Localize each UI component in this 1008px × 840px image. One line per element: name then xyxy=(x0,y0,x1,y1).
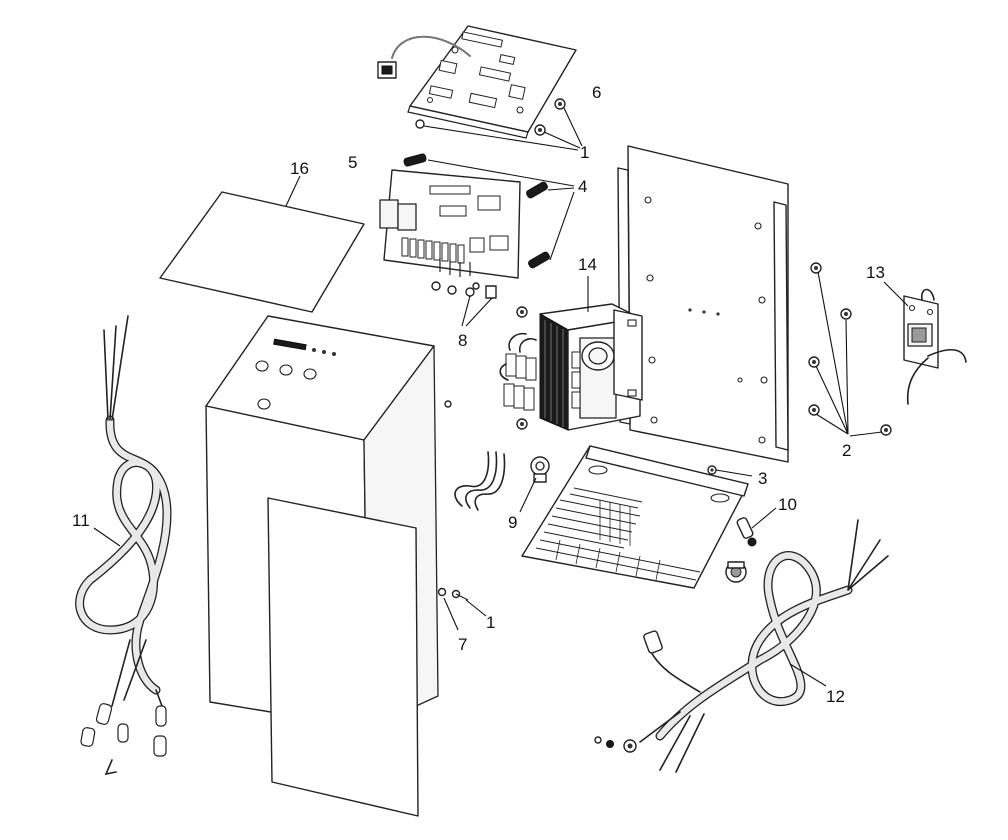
dc-output-cable-12 xyxy=(594,519,889,773)
callout-5: 5 xyxy=(348,153,357,172)
callout-4: 4 xyxy=(578,177,587,196)
clip-10 xyxy=(725,517,757,583)
hardware-8 xyxy=(431,281,497,299)
callout-11: 11 xyxy=(72,511,90,530)
screw xyxy=(444,400,452,408)
callout-1-bottom: 1 xyxy=(486,613,495,632)
callout-7: 7 xyxy=(458,635,467,654)
relay-13 xyxy=(903,288,967,405)
panel-screws-2 xyxy=(808,262,892,436)
callout-2: 2 xyxy=(842,441,851,460)
callout-1-top: 1 xyxy=(580,143,589,162)
insulating-sheet-16 xyxy=(159,191,365,313)
circuit-board-6 xyxy=(377,25,577,139)
callout-10: 10 xyxy=(778,495,797,514)
front-door-panel xyxy=(267,497,419,817)
callout-9: 9 xyxy=(508,513,517,532)
back-mounting-panel xyxy=(617,145,789,463)
callout-14: 14 xyxy=(578,255,597,274)
transformer-14 xyxy=(499,303,643,431)
circuit-board-5 xyxy=(379,169,521,279)
callout-labels: 6 1 5 4 16 14 13 8 2 3 10 9 11 1 7 12 xyxy=(72,83,885,706)
callout-16: 16 xyxy=(290,159,309,178)
standoff-screws-1 xyxy=(415,98,566,136)
callout-3: 3 xyxy=(758,469,767,488)
wires-grommet-9 xyxy=(454,451,550,511)
washer-7-and-screw-1 xyxy=(437,587,469,601)
standoffs-4 xyxy=(403,153,550,269)
callout-6: 6 xyxy=(592,83,601,102)
ac-power-cable-11 xyxy=(75,315,172,776)
callout-13: 13 xyxy=(866,263,885,282)
vent-base-plate xyxy=(521,445,749,589)
callout-12: 12 xyxy=(826,687,845,706)
callout-8: 8 xyxy=(458,331,467,350)
